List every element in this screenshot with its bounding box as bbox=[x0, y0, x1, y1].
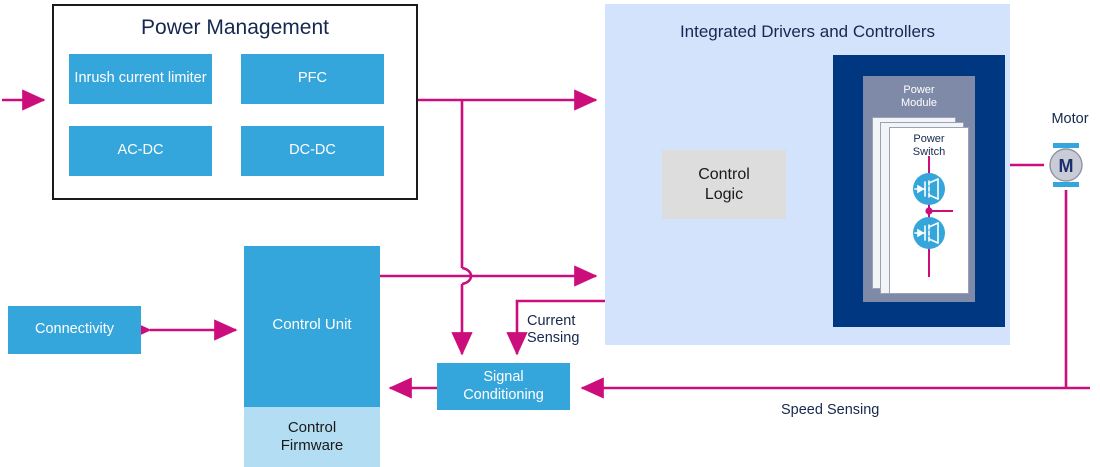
motor-symbol: M bbox=[1049, 143, 1083, 187]
signal-conditioning-line-1: Signal bbox=[483, 369, 524, 386]
block-control-unit[interactable]: Control Unit bbox=[244, 246, 380, 407]
power-module-label: Power Module bbox=[863, 84, 975, 111]
wire-current-sensing bbox=[506, 299, 612, 356]
power-switch-line-2: Switch bbox=[912, 146, 946, 159]
power-module-line-2: Module bbox=[900, 97, 938, 110]
block-pfc[interactable]: PFC bbox=[241, 54, 384, 104]
power-switch-line-1: Power bbox=[913, 133, 945, 145]
motor-label: Motor bbox=[1051, 111, 1089, 127]
block-inrush-current-limiter[interactable]: Inrush current limiter bbox=[69, 54, 212, 104]
block-control-logic[interactable]: Control Logic bbox=[662, 150, 786, 219]
block-ac-dc[interactable]: AC-DC bbox=[69, 126, 212, 176]
power-module-line-1: Power bbox=[903, 84, 935, 96]
mosfet-high-side bbox=[913, 173, 945, 205]
control-firmware-line-2: Firmware bbox=[280, 437, 344, 454]
block-control-firmware[interactable]: Control Firmware bbox=[244, 407, 380, 467]
signal-conditioning-line-2: Conditioning bbox=[463, 386, 544, 403]
motor-symbol-letter: M bbox=[1059, 156, 1074, 176]
power-switch-label: Power Switch bbox=[889, 133, 969, 159]
block-signal-conditioning[interactable]: Signal Conditioning bbox=[437, 363, 570, 410]
label-speed-sensing: Speed Sensing bbox=[781, 402, 880, 418]
control-logic-line-1: Control bbox=[698, 166, 750, 184]
control-logic-line-2: Logic bbox=[704, 185, 744, 203]
half-bridge-mosfet-symbols bbox=[913, 156, 953, 277]
power-management-title: Power Management bbox=[141, 16, 329, 39]
current-sensing-line-2: Sensing bbox=[527, 330, 580, 347]
block-connectivity[interactable]: Connectivity bbox=[8, 306, 141, 354]
label-current-sensing: Current Sensing bbox=[527, 313, 617, 348]
block-dc-dc[interactable]: DC-DC bbox=[241, 126, 384, 176]
mosfet-low-side bbox=[913, 217, 945, 249]
current-sensing-line-1: Current bbox=[527, 313, 576, 329]
integrated-drivers-title: Integrated Drivers and Controllers bbox=[679, 22, 936, 41]
control-firmware-line-1: Control bbox=[287, 419, 337, 436]
